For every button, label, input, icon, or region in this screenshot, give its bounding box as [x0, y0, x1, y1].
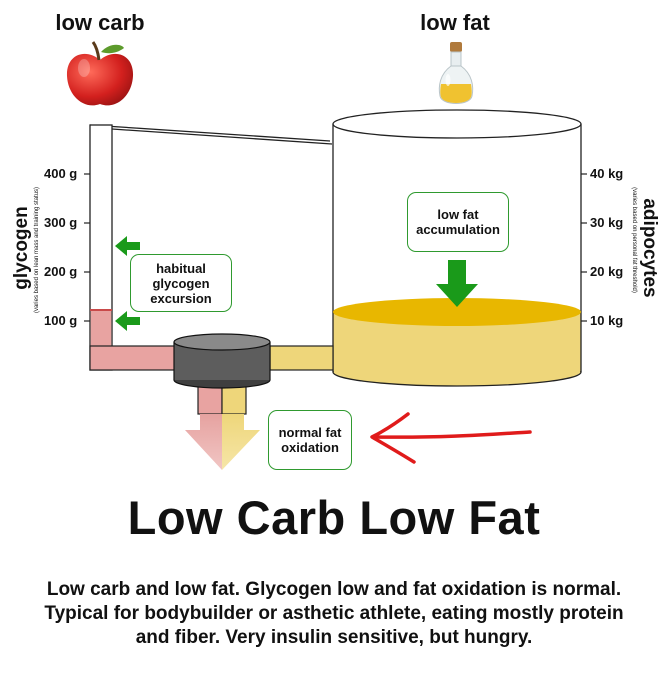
glycogen-fat-diagram — [84, 109, 587, 470]
red-arrow-shaft — [373, 430, 532, 439]
adipocytes-title: adipocytes — [639, 198, 660, 298]
apple-icon — [66, 41, 134, 106]
low-fat-label: low fat — [420, 10, 490, 35]
fat-surface — [333, 298, 581, 326]
low-carb-label: low carb — [55, 10, 145, 35]
left-tick-marks — [84, 173, 90, 322]
valve-top — [173, 333, 271, 351]
oil-bottle-icon — [438, 42, 474, 104]
right-tick-marks — [581, 173, 587, 322]
left-tick-300: 300 g — [44, 215, 78, 230]
left-tick-200: 200 g — [44, 264, 78, 279]
green-arrow-down — [436, 260, 478, 307]
fat-tank-top — [332, 109, 582, 139]
glycogen-title: glycogen — [11, 206, 32, 290]
adipocytes-axis-title: adipocytes — [638, 198, 660, 297]
green-arrow-low-level — [115, 311, 140, 331]
right-tick-30: 30 kg — [590, 215, 624, 230]
right-tick-20: 20 kg — [590, 264, 624, 279]
left-tick-100: 100 g — [44, 313, 78, 328]
low-fat-accumulation-text: low fat accumulation — [416, 207, 500, 237]
fat-pipe — [269, 345, 334, 371]
habitual-glycogen-excursion-callout: habitual glycogen excursion — [130, 254, 232, 312]
adipocytes-axis-subtitle: (varies based on personal fat threshold) — [631, 187, 637, 293]
outflow-arrow-carb — [185, 414, 222, 470]
carb-pipe — [89, 345, 181, 371]
red-arrow-head — [370, 412, 416, 464]
glycogen-axis-title: glycogen — [11, 206, 33, 289]
glycogen-axis-subtitle: (varies based on lean mass and training … — [34, 187, 40, 313]
caption: Low carb and low fat. Glycogen low and f… — [44, 579, 624, 648]
habitual-glycogen-excursion-text: habitual glycogen excursion — [150, 260, 212, 306]
right-tick-10: 10 kg — [590, 313, 624, 328]
normal-fat-oxidation-callout: normal fat oxidation — [268, 410, 352, 470]
right-tick-40: 40 kg — [590, 166, 624, 181]
normal-fat-oxidation-text: normal fat oxidation — [278, 425, 342, 455]
glycogen-subtitle: (varies based on lean mass and training … — [34, 186, 40, 314]
connector-pipe-bottom — [111, 128, 333, 145]
low-fat-accumulation-callout: low fat accumulation — [407, 192, 509, 252]
green-arrow-up-level — [115, 236, 140, 256]
left-tick-400: 400 g — [44, 166, 78, 181]
headline: Low Carb Low Fat — [127, 491, 541, 544]
outflow-arrow-fat — [222, 414, 260, 470]
connector-pipe-top — [89, 124, 331, 142]
adipocytes-subtitle: (varies based on personal fat threshold) — [631, 187, 637, 293]
